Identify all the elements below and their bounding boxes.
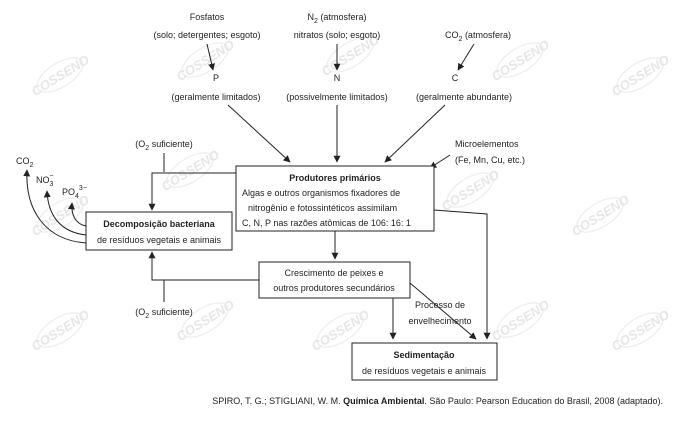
o2-suficiente-top: (O2 suficiente): [135, 139, 192, 152]
watermark-logo: COSSENO: [159, 147, 222, 194]
o2-suficiente-bottom: (O2 suficiente): [135, 307, 192, 320]
arrow-to-no3: [43, 190, 87, 236]
watermark-logo: COSSENO: [29, 52, 92, 99]
po4-product-label: PO43−: [62, 185, 87, 200]
svg-text:COSSENO: COSSENO: [174, 297, 237, 344]
produtores-primarios-box: Produtores primários Algas e outros orga…: [235, 165, 435, 232]
element-c-label: C: [452, 73, 459, 83]
svg-text:COSSENO: COSSENO: [29, 52, 92, 99]
svg-text:COSSENO: COSSENO: [29, 307, 92, 354]
no3-product-label: NO3−: [36, 173, 54, 188]
carbono-status: (geralmente abundante): [416, 92, 512, 102]
produtores-title: Produtores primários: [289, 173, 381, 183]
watermark-logo: COSSENO: [609, 52, 672, 99]
crescimento-line-1: Crescimento de peixes e: [284, 268, 383, 278]
watermark-logo: COSSENO: [174, 297, 237, 344]
svg-text:COSSENO: COSSENO: [159, 147, 222, 194]
sedimentacao-title: Sedimentação: [393, 350, 455, 360]
carbono-source: CO2 (atmosfera) C (geralmente abundante): [416, 30, 512, 102]
svg-text:COSSENO: COSSENO: [489, 297, 552, 344]
svg-text:COSSENO: COSSENO: [609, 307, 672, 354]
sedimentacao-detail: de resíduos vegetais e animais: [362, 366, 487, 376]
nitrogenio-source: N2 (atmosfera) nitratos (solo; esgoto) N…: [286, 12, 388, 102]
microelementos: Microelementos (Fe, Mn, Cu, etc.): [455, 139, 525, 165]
arrow-c-to-produtores: [384, 104, 446, 163]
decomposicao-products: CO2 NO3− PO43−: [16, 156, 87, 200]
arrow-to-co2: [23, 169, 87, 244]
decomposicao-detail: de resíduos vegetais e animais: [97, 235, 222, 245]
fosfatos-source: Fosfatos (solo; detergentes; esgoto) P (…: [153, 12, 260, 102]
nitratos-detail: nitratos (solo; esgoto): [294, 30, 381, 40]
processo-envelhecimento: Processo de envelhecimento: [408, 300, 471, 326]
svg-text:COSSENO: COSSENO: [174, 37, 237, 84]
svg-text:COSSENO: COSSENO: [439, 167, 502, 214]
watermark-logo: COSSENO: [174, 37, 237, 84]
svg-text:COSSENO: COSSENO: [569, 192, 632, 239]
decomposicao-title: Decomposição bacteriana: [103, 219, 216, 229]
citation: SPIRO, T. G.; STIGLIANI, W. M. Química A…: [212, 396, 663, 406]
nitrogenio-status: (possivelmente limitados): [286, 92, 388, 102]
svg-text:COSSENO: COSSENO: [489, 37, 552, 84]
arrow-envelhecimento: [409, 282, 477, 340]
envelhecimento-line-2: envelhecimento: [408, 316, 471, 326]
crescimento-line-2: outros produtores secundários: [273, 283, 395, 293]
arrow-fosfatos-to-p: [206, 43, 215, 71]
fosfatos-title: Fosfatos: [190, 12, 225, 22]
arrow-crescimento-to-decomposicao: [148, 251, 259, 281]
decomposicao-bacteriana-box: Decomposição bacteriana de resíduos vege…: [85, 211, 233, 251]
element-p-label: P: [213, 73, 219, 83]
element-n-label: N: [334, 73, 341, 83]
watermark-logo: COSSENO: [29, 307, 92, 354]
arrow-p-to-produtores: [227, 104, 291, 163]
watermark-logo: COSSENO: [569, 192, 632, 239]
microelementos-detail: (Fe, Mn, Cu, etc.): [455, 155, 525, 165]
arrow-produtores-to-decomposicao: [148, 172, 236, 211]
fosfatos-status: (geralmente limitados): [171, 92, 260, 102]
svg-text:COSSENO: COSSENO: [609, 52, 672, 99]
watermark-logo: COSSENO: [489, 37, 552, 84]
arrow-co2-to-c: [457, 43, 475, 71]
arrow-produtores-to-sedimentacao: [433, 209, 491, 340]
n2-atmosfera-label: N2 (atmosfera): [308, 12, 367, 25]
svg-text:COSSENO: COSSENO: [29, 192, 92, 239]
crescimento-box: Crescimento de peixes e outros produtore…: [258, 261, 411, 299]
arrow-to-po4: [67, 202, 87, 227]
sedimentacao-box: Sedimentação de resíduos vegetais e anim…: [351, 342, 498, 381]
produtores-line-2: nitrogênio e fotossintéticos assimilam: [248, 203, 397, 213]
produtores-line-3: C, N, P nas razões atômicas de 106: 16: …: [242, 218, 411, 228]
watermark-logo: COSSENO: [609, 307, 672, 354]
produtores-line-1: Algas e outros organismos fixadores de: [242, 188, 400, 198]
fosfatos-detail: (solo; detergentes; esgoto): [153, 30, 260, 40]
watermark-logo: COSSENO: [489, 297, 552, 344]
microelementos-title: Microelementos: [455, 139, 519, 149]
co2-product-label: CO2: [16, 156, 34, 169]
watermark-logo: COSSENO: [439, 167, 502, 214]
envelhecimento-line-1: Processo de: [415, 300, 465, 310]
co2-atmosfera-label: CO2 (atmosfera): [445, 30, 511, 43]
